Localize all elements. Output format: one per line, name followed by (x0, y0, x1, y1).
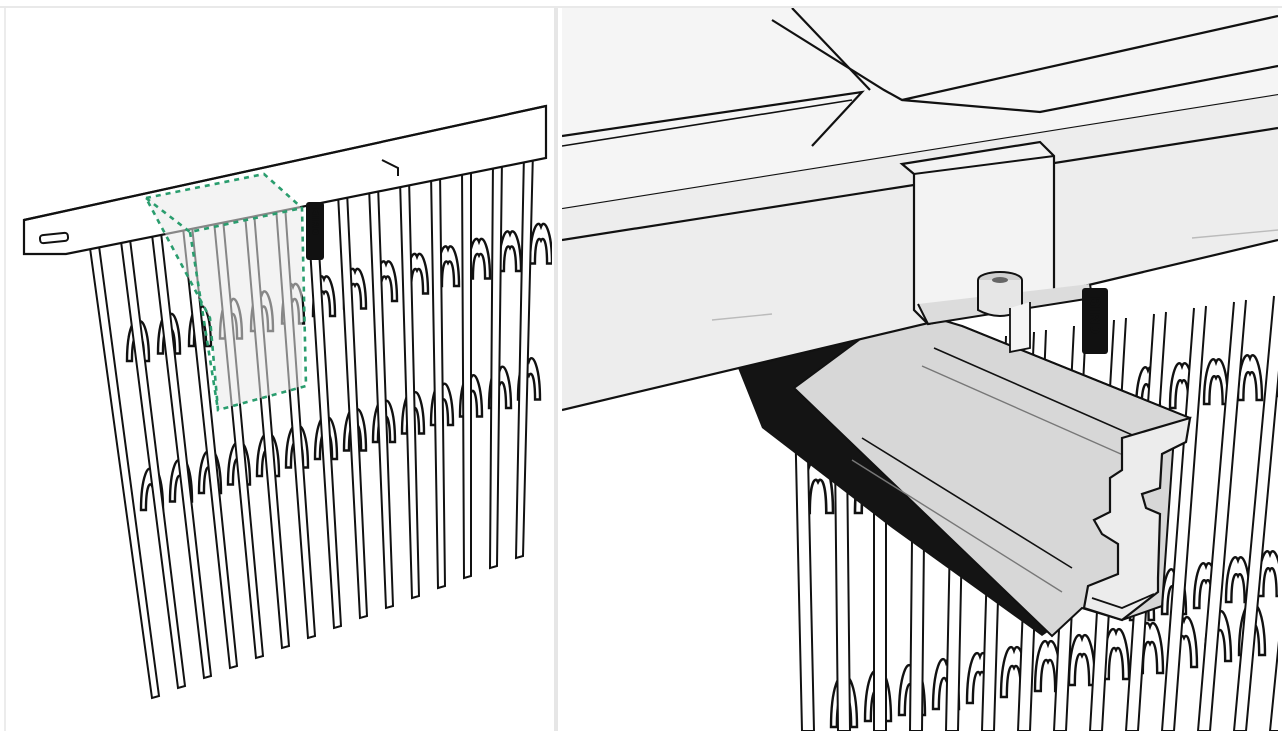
mounting-slot-icon (38, 231, 70, 245)
strip-notch (381, 159, 399, 176)
closeup-prong (1196, 299, 1247, 731)
brand-logo-text: BIRD (309, 208, 320, 235)
panel-divider (554, 8, 558, 731)
comb-prong (488, 157, 503, 570)
closeup-spring-clip (1256, 550, 1278, 598)
closeup-spring-clip (1067, 633, 1097, 687)
comb-prong (461, 164, 472, 580)
top-divider (0, 6, 1282, 8)
closeup-prong (1232, 295, 1278, 731)
comb-prong (120, 239, 187, 690)
comb-prong (337, 191, 369, 620)
rail-end-profile (1082, 416, 1192, 622)
closeup-brand-logo-text: BIRD (1086, 296, 1102, 334)
zoom-highlight-box (144, 172, 308, 412)
clamp-closeup-drawing: BIRD (562, 8, 1278, 731)
closeup-prong (1268, 640, 1278, 731)
hex-bolt-icon (977, 271, 1031, 354)
left-panel-comb-overview: BIRD (6, 8, 552, 731)
right-panel-clamp-closeup: BIRD (562, 8, 1278, 731)
strip-edge-line (23, 104, 547, 222)
closeup-prong (1160, 305, 1207, 731)
comb-overview-drawing: BIRD (22, 104, 552, 700)
comb-prong (89, 245, 161, 700)
comb-prongs (89, 150, 534, 700)
closeup-prong (793, 365, 816, 731)
comb-prong (399, 177, 421, 600)
spring-clip (497, 230, 523, 273)
spring-clip (466, 237, 492, 280)
brand-tag: BIRD (306, 202, 324, 260)
closeup-spring-clip (1202, 358, 1230, 406)
comb-prong (151, 232, 213, 680)
comb-prong (182, 225, 239, 670)
closeup-spring-clip (1236, 354, 1264, 402)
left-edge-divider (4, 8, 6, 731)
comb-prong (306, 198, 343, 630)
closeup-brand-tag: BIRD (1082, 288, 1108, 354)
mounting-rail (792, 306, 1192, 638)
spring-clip (435, 245, 461, 288)
spring-clip (528, 222, 552, 265)
comb-prong (368, 184, 395, 610)
comb-prong (430, 171, 447, 590)
comb-prong (514, 150, 534, 560)
